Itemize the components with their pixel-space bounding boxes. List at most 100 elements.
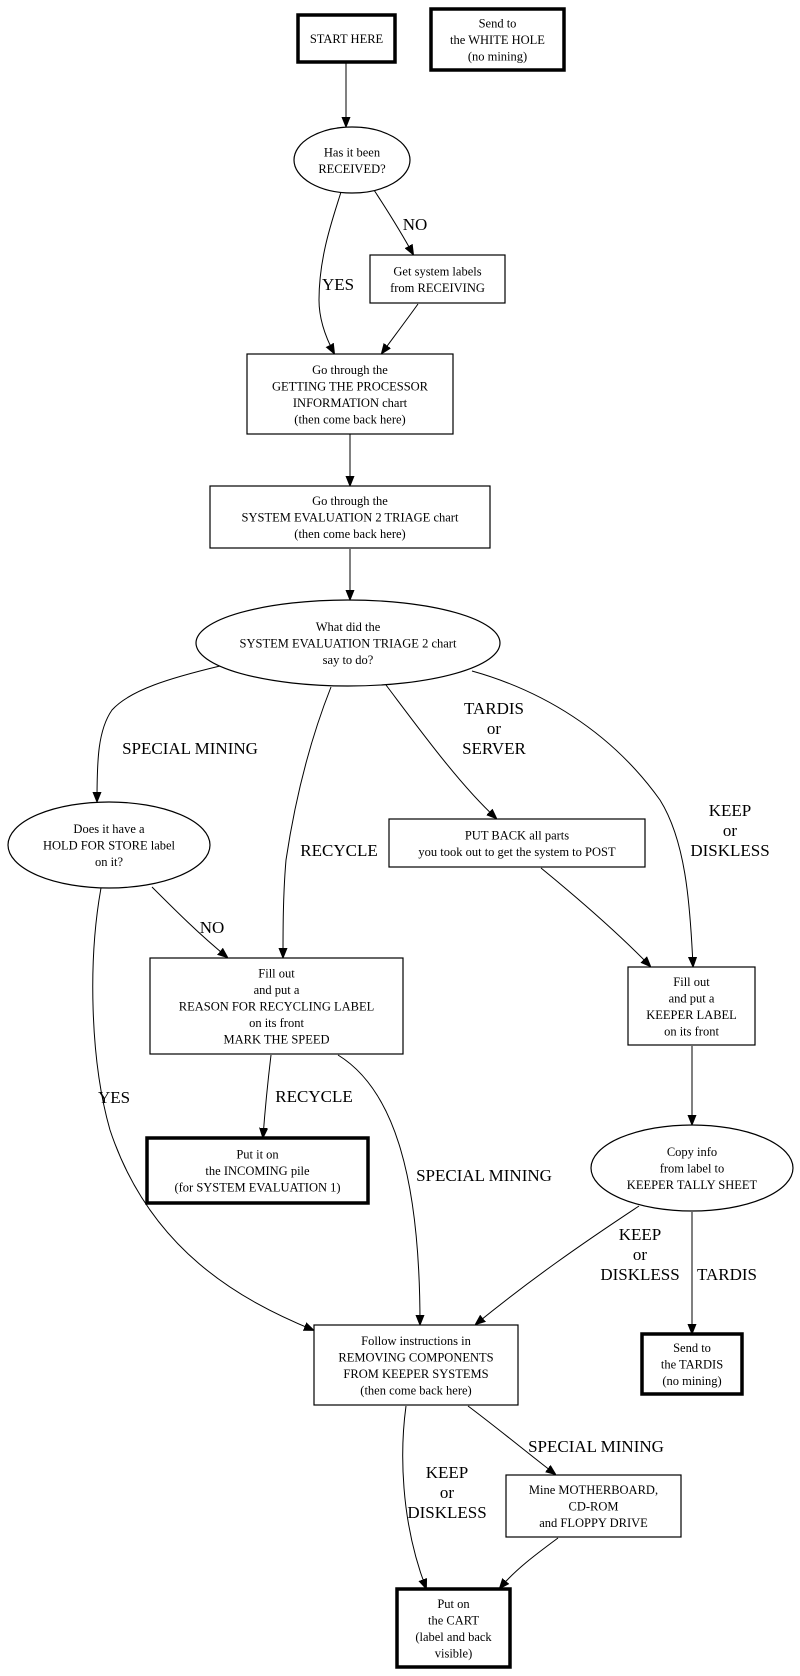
edge-label-line: KEEP — [619, 1225, 662, 1244]
edge-recycle_label-to-removing_components — [337, 1054, 420, 1324]
node-text-line: REASON FOR RECYCLING LABEL — [179, 1000, 375, 1014]
edge-labels-layer: YES NO SPECIAL MINING RECYCLE TARDISorSERVER… — [98, 215, 770, 1522]
node-recycle-label: Fill out and put a REASON FOR RECYCLING LA… — [149, 957, 404, 1055]
edge-removing_components-to-mine_motherboard — [467, 1405, 555, 1474]
edge-hold_for_store-to-recycle_label — [151, 886, 227, 957]
node-text-line: Send to — [479, 17, 517, 31]
edge-label: RECYCLE — [300, 841, 377, 860]
node-text-line: on its front — [249, 1016, 304, 1030]
process-box — [388, 818, 646, 868]
edge-label-line: TARDIS — [464, 699, 524, 718]
node-text-line: and put a — [669, 991, 715, 1005]
edge-label-line: DISKLESS — [407, 1503, 486, 1522]
edge-label-line: SPECIAL MINING — [416, 1166, 552, 1185]
edge-label: YES — [322, 275, 354, 294]
edge-recycle_label-to-incoming_pile — [263, 1054, 272, 1137]
node-text-line: the CART — [428, 1613, 479, 1627]
node-text-line: on it? — [95, 855, 124, 869]
node-text-line: MARK THE SPEED — [223, 1033, 329, 1047]
node-text-line: Put on — [437, 1597, 470, 1611]
edge-label: SPECIAL MINING — [416, 1166, 552, 1185]
node-text-line: CD-ROM — [568, 1500, 618, 1514]
node-start: START HERE — [296, 13, 397, 64]
decision-ellipse — [195, 599, 501, 687]
terminal-box — [429, 7, 566, 72]
edge-put_back-to-keeper_label — [540, 867, 650, 966]
edge-label: NO — [403, 215, 428, 234]
process-box — [627, 966, 756, 1046]
edge-received-to-get_labels — [373, 189, 413, 254]
node-text-line: Does it have a — [73, 822, 145, 836]
edge-hold_for_store-to-removing_components — [92, 887, 313, 1330]
node-text-line: the INCOMING pile — [205, 1164, 310, 1178]
edge-label: YES — [98, 1088, 130, 1107]
edge-what_did-to-hold_for_store — [97, 665, 221, 801]
node-text-line: the WHITE HOLE — [450, 33, 545, 47]
edge-copy_info-to-removing_components — [476, 1205, 640, 1324]
decision-ellipse — [293, 126, 411, 194]
edge-label-line: YES — [98, 1088, 130, 1107]
edge-removing_components-to-cart — [402, 1405, 426, 1588]
node-text-line: Follow instructions in — [361, 1334, 471, 1348]
decision-ellipse — [7, 801, 211, 889]
edge-get_labels-to-processor_info — [382, 303, 419, 353]
edge-label: RECYCLE — [275, 1087, 352, 1106]
edge-label-line: DISKLESS — [600, 1265, 679, 1284]
edge-what_did-to-recycle_label — [283, 686, 332, 957]
edge-label-line: DISKLESS — [690, 841, 769, 860]
edges-layer — [93, 62, 693, 1588]
node-text-line: HOLD FOR STORE label — [43, 839, 176, 853]
edge-label-line: SPECIAL MINING — [122, 739, 258, 758]
node-text-line: Fill out — [258, 967, 295, 981]
node-text-line: Mine MOTHERBOARD, — [529, 1483, 658, 1497]
node-hold-for-store: Does it have a HOLD FOR STORE label on it? — [7, 801, 211, 889]
edge-label-line: NO — [403, 215, 428, 234]
edge-label-line: TARDIS — [697, 1265, 757, 1284]
edge-label: SPECIAL MINING — [528, 1437, 664, 1456]
node-text-line: SYSTEM EVALUATION TRIAGE 2 chart — [240, 637, 457, 651]
node-text-line: the TARDIS — [661, 1358, 723, 1372]
edge-label: SPECIAL MINING — [122, 739, 258, 758]
node-text-line: Go through the — [312, 363, 388, 377]
node-text-line: Copy info — [667, 1145, 717, 1159]
edge-label: NO — [200, 918, 225, 937]
node-text-line: FROM KEEPER SYSTEMS — [343, 1367, 488, 1381]
node-text-line: from RECEIVING — [390, 281, 485, 295]
node-text-line: START HERE — [310, 32, 384, 46]
process-box — [149, 957, 404, 1055]
node-text-line: and put a — [254, 983, 300, 997]
node-text-line: from label to — [660, 1162, 725, 1176]
process-box — [246, 353, 454, 435]
node-text-line: KEEPER LABEL — [646, 1008, 737, 1022]
terminal-box — [145, 1136, 370, 1205]
node-text-line: Fill out — [673, 975, 710, 989]
decision-ellipse — [590, 1124, 794, 1212]
edge-label-line: RECYCLE — [300, 841, 377, 860]
node-text-line: Send to — [673, 1341, 711, 1355]
edge-label-line: or — [440, 1483, 455, 1502]
process-box — [369, 254, 506, 304]
node-text-line: (then come back here) — [360, 1383, 471, 1397]
node-text-line: (then come back here) — [294, 527, 405, 541]
node-text-line: RECEIVED? — [318, 162, 386, 176]
process-box — [505, 1474, 682, 1538]
node-text-line: SYSTEM EVALUATION 2 TRIAGE chart — [242, 511, 459, 525]
edge-label-line: YES — [322, 275, 354, 294]
edge-mine_motherboard-to-cart — [500, 1537, 559, 1588]
node-text-line: Go through the — [312, 494, 388, 508]
